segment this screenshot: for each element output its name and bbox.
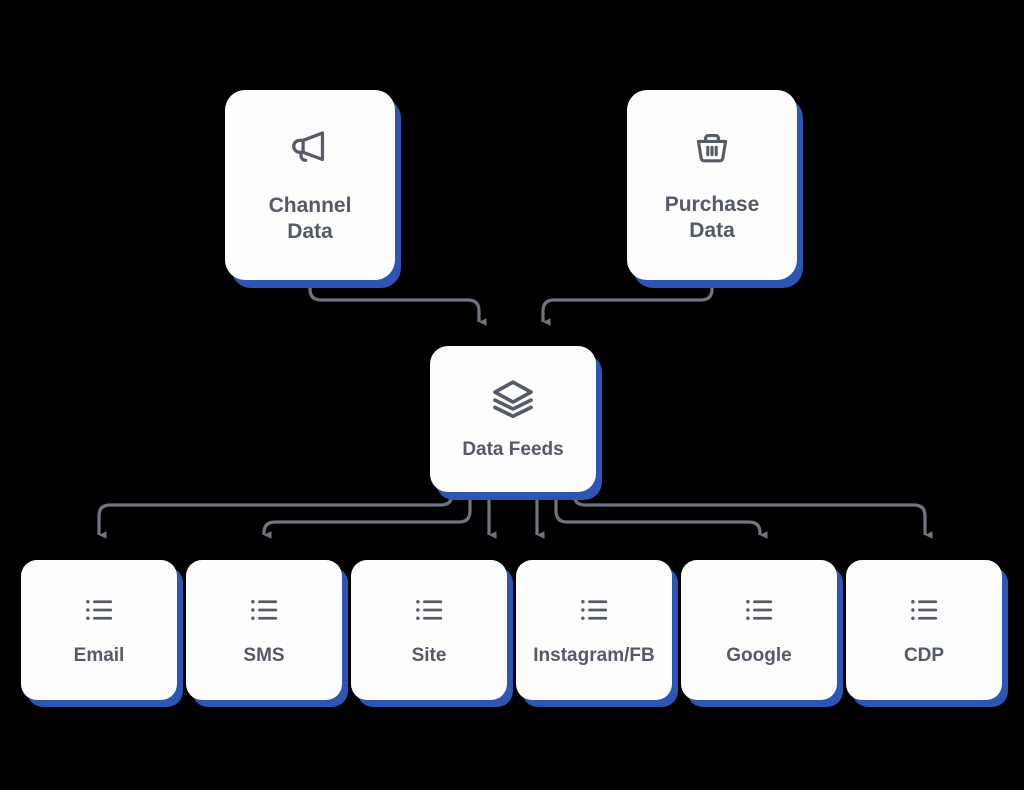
node-cdp[interactable]: CDP — [846, 560, 1002, 700]
node-instagram-fb[interactable]: Instagram/FB — [516, 560, 672, 700]
node-label-purchase-data: Purchase Data — [664, 193, 760, 242]
list-icon — [246, 592, 282, 628]
connector-feeds-to-email — [97, 492, 454, 539]
connector-feeds-to-cdp — [572, 492, 933, 539]
node-purchase-data[interactable]: Purchase Data — [627, 90, 797, 280]
list-icon — [741, 592, 777, 628]
node-label-cdp: CDP — [903, 645, 945, 667]
node-data-feeds[interactable]: Data Feeds — [430, 346, 596, 492]
node-label-site: Site — [411, 645, 447, 667]
node-google[interactable]: Google — [681, 560, 837, 700]
connector-feeds-to-google — [554, 492, 768, 539]
node-label-email: Email — [73, 645, 125, 667]
node-channel-data[interactable]: Channel Data — [225, 90, 395, 280]
node-label-instagram-fb: Instagram/FB — [533, 645, 655, 667]
node-sms[interactable]: SMS — [186, 560, 342, 700]
node-site[interactable]: Site — [351, 560, 507, 700]
list-icon — [906, 592, 942, 628]
connector-feeds-to-sms — [262, 492, 472, 539]
list-icon — [576, 592, 612, 628]
node-label-google: Google — [726, 645, 792, 667]
node-label-channel-data: Channel Data — [268, 194, 352, 243]
layers-icon — [490, 376, 536, 422]
megaphone-icon — [287, 125, 333, 171]
node-label-sms: SMS — [243, 645, 285, 667]
connector-channel-to-feeds — [308, 287, 487, 326]
node-email[interactable]: Email — [21, 560, 177, 700]
list-icon — [81, 592, 117, 628]
shopping-basket-icon — [690, 126, 734, 170]
list-icon — [411, 592, 447, 628]
connector-purchase-to-feeds — [541, 287, 714, 326]
node-label-data-feeds: Data Feeds — [462, 439, 564, 461]
